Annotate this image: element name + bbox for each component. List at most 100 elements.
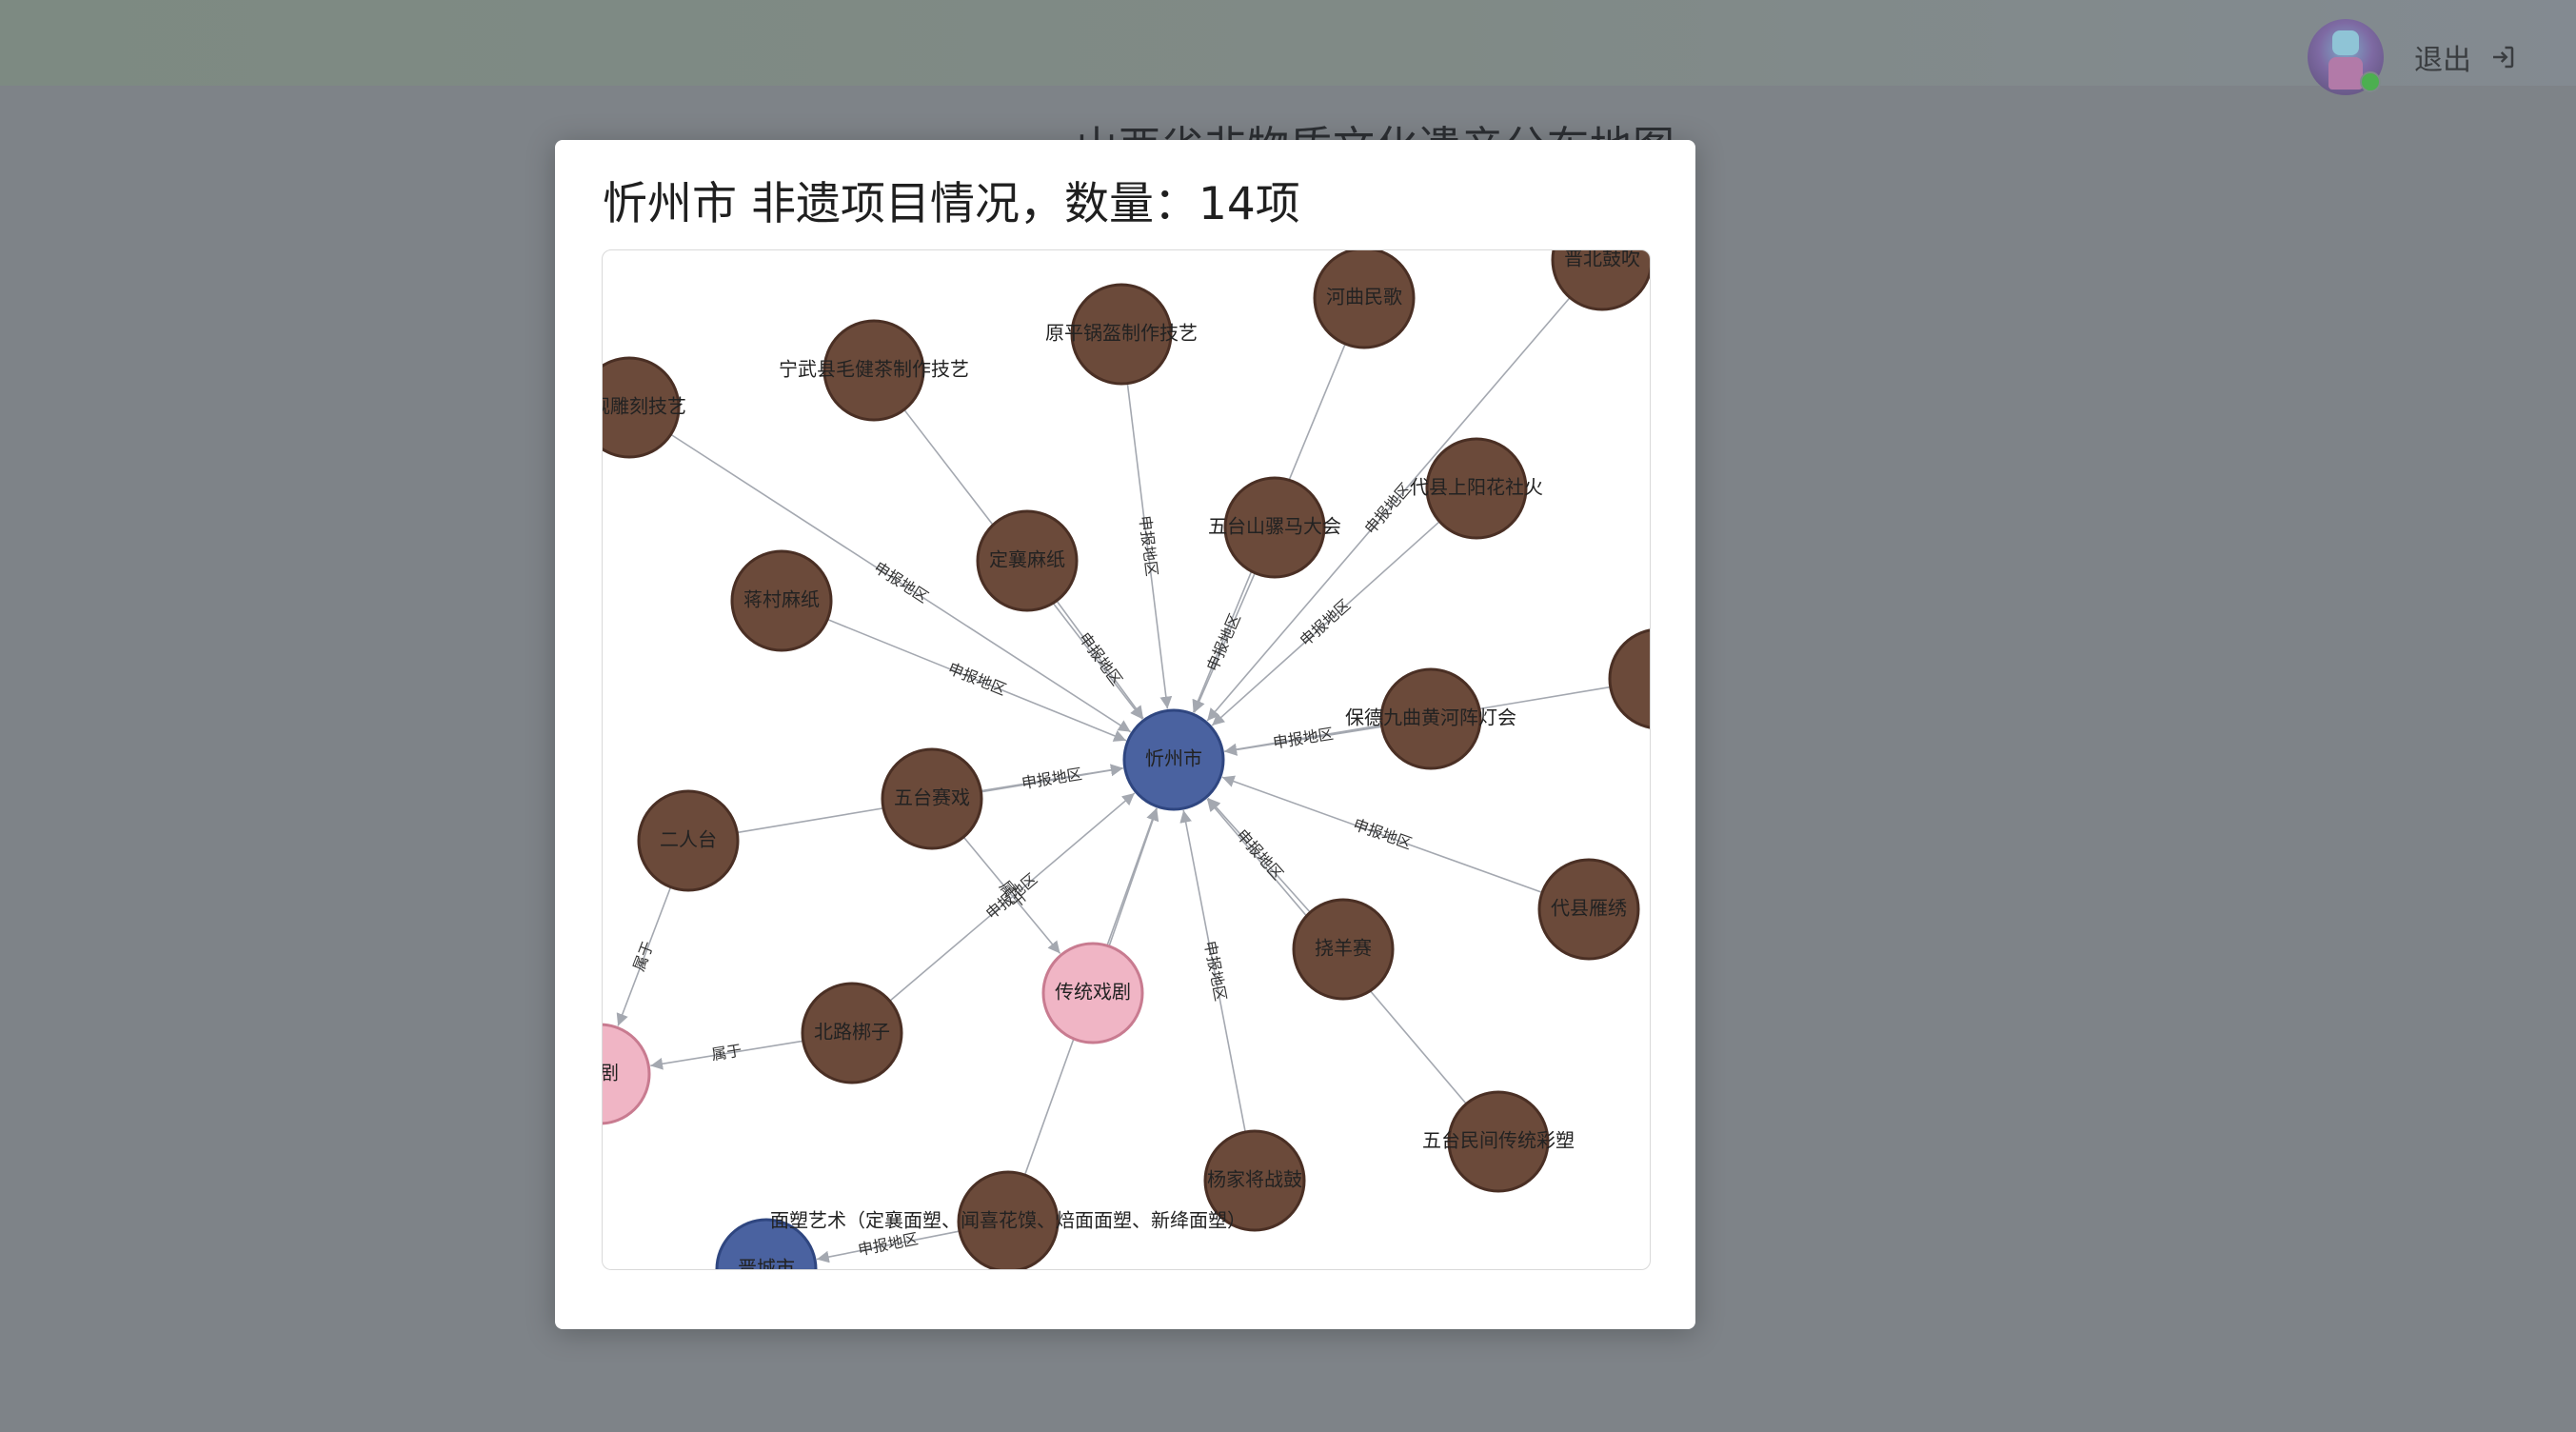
graph-node-label: 保德九曲黄河阵灯会: [1345, 706, 1516, 729]
edge-label: 申报地区: [1200, 940, 1230, 1003]
graph-node-label: 蒋村麻纸: [743, 588, 820, 611]
graph-node-label: 传统戏剧: [1055, 981, 1131, 1004]
graph-edge: [670, 433, 1132, 733]
graph-node-label: 原平锅盔制作技艺: [1045, 322, 1198, 345]
edge-label: 申报地区: [1272, 725, 1335, 752]
graph-node-beilu[interactable]: 北路梆子: [801, 982, 903, 1084]
relation-graph-svg[interactable]: 申报地区申报地区申报地区申报地区申报地区申报地区申报地区申报地区申报地区申报地区…: [603, 250, 1650, 1269]
graph-node-wutaishan[interactable]: 五台山骡马大会: [1208, 476, 1341, 579]
graph-node-circle[interactable]: [1070, 283, 1173, 386]
edge-label: 申报地区: [1297, 596, 1354, 650]
graph-node-circle[interactable]: [1203, 1129, 1306, 1232]
graph-edge: [1108, 807, 1159, 947]
graph-node-circle[interactable]: [1537, 858, 1640, 961]
graph-node-circle[interactable]: [1551, 250, 1650, 311]
graph-node-circle[interactable]: [881, 747, 983, 850]
graph-node-jincheng[interactable]: 晋城市: [715, 1218, 818, 1269]
graph-node-circle[interactable]: [1313, 250, 1416, 349]
edge-label: 申报地区: [871, 558, 932, 607]
graph-node-circle[interactable]: [1425, 437, 1528, 540]
graph-node-label: 戏剧: [603, 1062, 619, 1084]
graph-edge: [650, 1040, 803, 1070]
graph-node-yuanping[interactable]: 原平锅盔制作技艺: [1045, 283, 1198, 386]
graph-node-label: 五台赛戏: [894, 786, 970, 809]
graph-node-edge_r[interactable]: 编: [1608, 628, 1650, 729]
edge-label: 申报地区: [1136, 514, 1161, 577]
graph-node-circle[interactable]: [1041, 942, 1144, 1044]
graph-node-circle[interactable]: [957, 1170, 1060, 1269]
modal-title: 忻州市 非遗项目情况，数量：14项: [603, 178, 1300, 230]
edge-label: 申报地区: [945, 659, 1008, 699]
graph-node-circle[interactable]: [730, 549, 833, 652]
graph-node-circle[interactable]: [637, 789, 740, 892]
graph-node-label: 忻州市: [1145, 747, 1202, 770]
graph-edge: [816, 1230, 961, 1263]
edge-label: 属于: [710, 1041, 743, 1064]
graph-node-jiangcun[interactable]: 蒋村麻纸: [730, 549, 833, 652]
graph-node-hequ[interactable]: 河曲民歌: [1313, 250, 1416, 349]
graph-edge: [826, 618, 1127, 742]
edge-label: 申报地区: [1351, 815, 1415, 853]
graph-node-wutaisai[interactable]: 五台赛戏: [881, 747, 983, 850]
graph-node-circle[interactable]: [715, 1218, 818, 1269]
graph-node-label: 北路梆子: [814, 1021, 890, 1044]
edge-label: 申报地区: [1203, 611, 1244, 674]
avatar-head: [2332, 30, 2359, 55]
graph-node-daixianhuo[interactable]: 代县上阳花社火: [1410, 437, 1543, 540]
graph-node-label: 五台民间传统彩塑: [1422, 1129, 1575, 1152]
graph-edge: [1206, 296, 1571, 722]
graph-node-yangjia[interactable]: 杨家将战鼓: [1203, 1129, 1306, 1232]
graph-edge: [1126, 383, 1173, 709]
graph-node-circle[interactable]: [603, 1023, 651, 1125]
edge-label: 申报地区: [1020, 765, 1083, 792]
graph-node-erren[interactable]: 二人台: [637, 789, 740, 892]
graph-edge: [1056, 600, 1144, 720]
graph-node-circle[interactable]: [603, 356, 681, 459]
graph-edge: [981, 764, 1123, 792]
graph-node-baode[interactable]: 保德九曲黄河阵灯会: [1345, 667, 1516, 770]
graph-node-label: 五台山骡马大会: [1208, 515, 1341, 538]
graph-node-label: 石砚雕刻技艺: [603, 395, 686, 418]
graph-node-circle[interactable]: [976, 509, 1079, 612]
graph-node-jinbei[interactable]: 晋北鼓吹: [1551, 250, 1650, 311]
graph-node-mian[interactable]: 面塑艺术（定襄面塑、闻喜花馍、焙面面塑、新绛面塑）: [770, 1170, 1246, 1269]
graph-edge: [1193, 572, 1257, 713]
edge-label: 申报地区: [1233, 825, 1287, 883]
graph-node-label: 挠羊赛: [1315, 937, 1372, 960]
graph-node-dingxiang[interactable]: 定襄麻纸: [976, 509, 1079, 612]
edge-label: 申报地区: [1361, 480, 1415, 538]
graph-node-circle[interactable]: [1223, 476, 1326, 579]
graph-node-circle[interactable]: [822, 319, 925, 422]
graph-node-circle[interactable]: [801, 982, 903, 1084]
graph-edge: [616, 886, 672, 1026]
graph-node-daixiu[interactable]: 代县雁绣: [1537, 858, 1640, 961]
graph-node-circle[interactable]: [1292, 898, 1395, 1001]
graph-node-label: 代县上阳花社火: [1410, 476, 1543, 499]
graph-node-ningwu[interactable]: 宁武县毛健茶制作技艺: [779, 319, 969, 422]
graph-node-raoyang[interactable]: 挠羊赛: [1292, 898, 1395, 1001]
graph-node-circle[interactable]: [1608, 628, 1650, 729]
graph-node-label: 晋北鼓吹: [1564, 250, 1640, 270]
graph-node-circle[interactable]: [1447, 1090, 1550, 1193]
graph-node-circle[interactable]: [1379, 667, 1482, 770]
graph-node-xiju2[interactable]: 戏剧: [603, 1023, 651, 1125]
graph-edge: [1211, 521, 1440, 726]
exit-icon: [2488, 43, 2517, 71]
graph-node-xinzhou[interactable]: 忻州市: [1122, 708, 1225, 811]
logout-label: 退出: [2414, 44, 2471, 77]
graph-node-label: 代县雁绣: [1551, 897, 1627, 920]
graph-node-wutaicaisu[interactable]: 五台民间传统彩塑: [1422, 1090, 1575, 1193]
graph-edge: [1207, 797, 1311, 913]
graph-edge: [1221, 775, 1543, 894]
avatar-body: [2328, 57, 2363, 90]
graph-node-circle[interactable]: [1122, 708, 1225, 811]
graph-node-chuantong[interactable]: 传统戏剧: [1041, 942, 1144, 1044]
edge-label: 属于: [629, 939, 657, 974]
graph-edge: [1179, 809, 1246, 1133]
graph-node-label: 杨家将战鼓: [1207, 1168, 1302, 1191]
relation-graph[interactable]: 申报地区申报地区申报地区申报地区申报地区申报地区申报地区申报地区申报地区申报地区…: [602, 249, 1651, 1270]
graph-node-label: 面塑艺术（定襄面塑、闻喜花馍、焙面面塑、新绛面塑）: [770, 1209, 1246, 1232]
graph-node-shiyan[interactable]: 石砚雕刻技艺: [603, 356, 686, 459]
logout-button[interactable]: 退出: [2414, 36, 2517, 78]
graph-node-label: 河曲民歌: [1326, 286, 1402, 308]
